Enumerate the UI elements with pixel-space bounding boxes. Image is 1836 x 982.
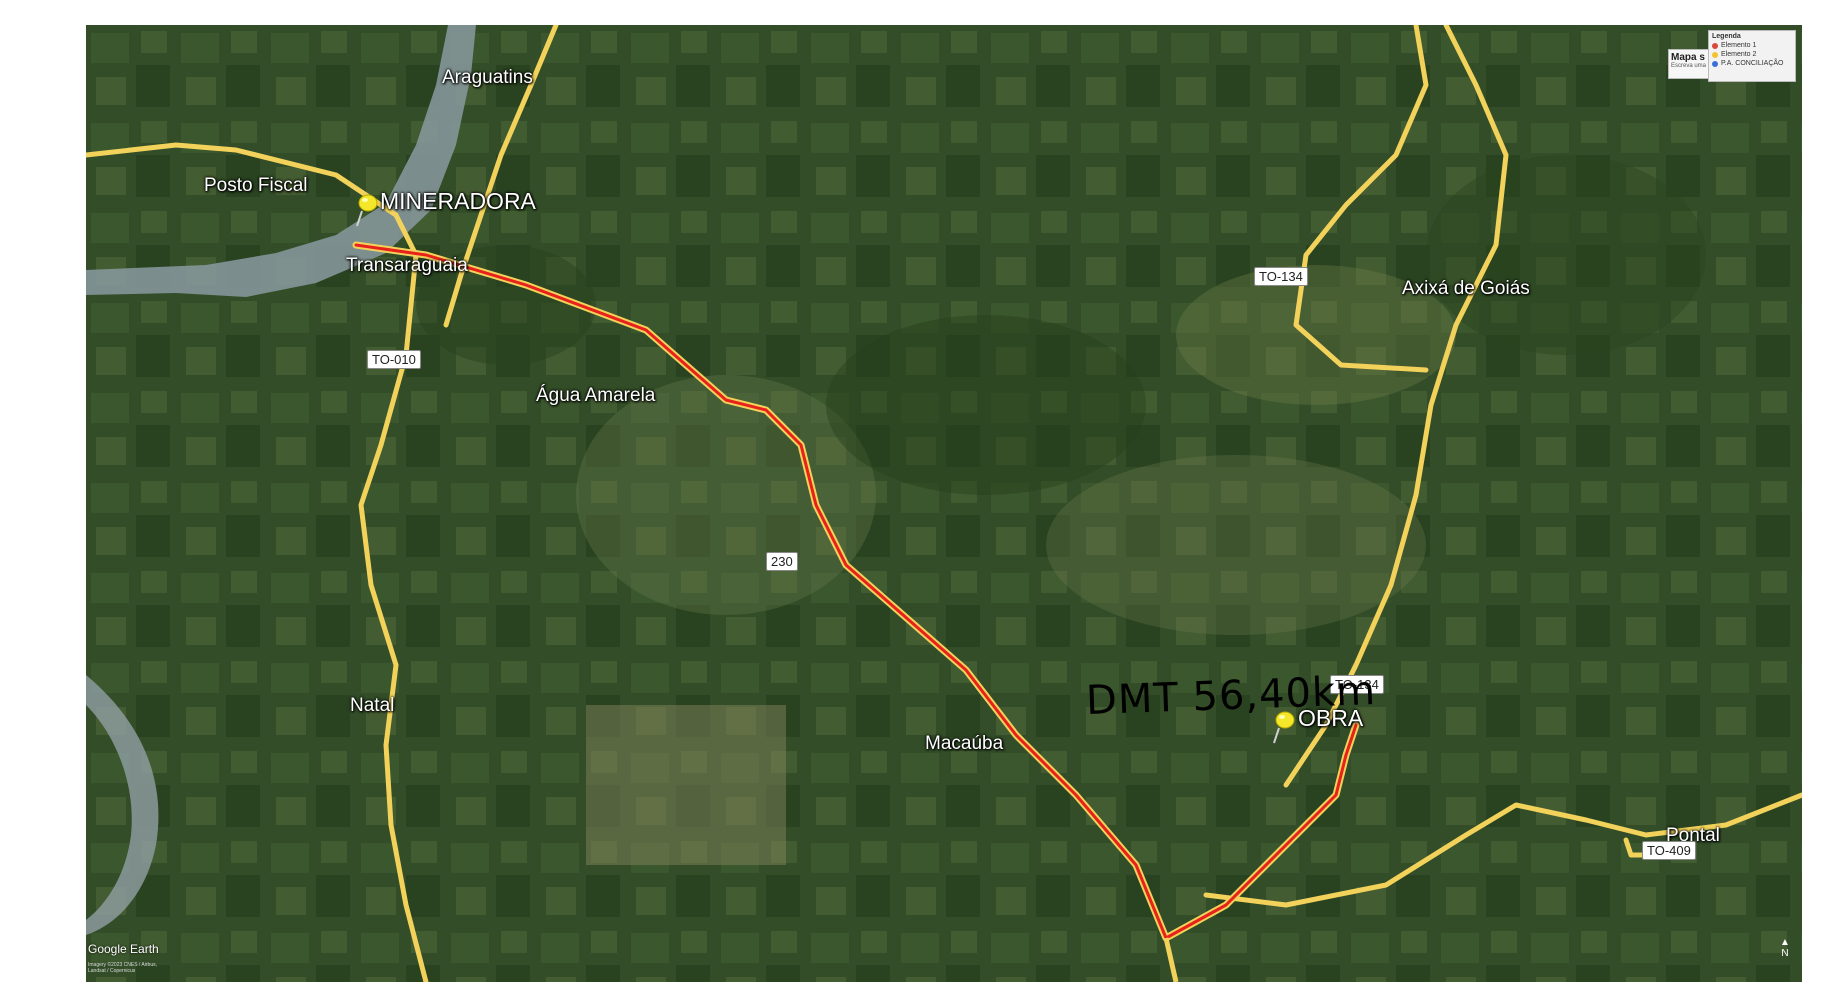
place-pontal: Pontal [1666,825,1720,846]
road-shield-to-134-south: TO-134 [1330,675,1384,694]
marker-label-mineradora: MINERADORA [380,188,536,214]
legend-swatch-icon [1712,51,1718,58]
road-shield-to-010: TO-010 [367,350,421,369]
place-transaraguaia: Transaraguaia [346,255,468,276]
north-label: N [1781,948,1789,959]
place-macauba: Macaúba [925,733,1004,754]
legend-item-label: P.A. CONCILIAÇÃO [1721,60,1784,67]
legend-title: Legenda [1712,33,1741,40]
map-subtitle: Escreva uma [1671,63,1707,69]
place-araguatins: Araguatins [442,67,533,88]
map-title-panel[interactable]: Mapa s Escreva uma [1668,49,1712,79]
legend-panel: Legenda Elemento 1 Elemento 2 P.A. CONCI… [1708,30,1796,82]
satellite-map[interactable]: Araguatins Posto Fiscal Transaraguaia Ág… [86,25,1802,982]
map-title: Mapa s [1671,52,1705,63]
road-shield-to-409: TO-409 [1642,841,1696,860]
legend-item: Elemento 1 [1712,41,1792,50]
imagery-attribution: Imagery ©2023 CNES / Airbus, Landsat / C… [88,962,157,974]
legend-item-label: Elemento 1 [1721,42,1757,49]
place-agua-amarela: Água Amarela [536,385,656,406]
legend-item: Elemento 2 [1712,50,1792,59]
legend-item-label: Elemento 2 [1721,51,1757,58]
legend-swatch-icon [1712,60,1718,67]
road-shield-230: 230 [766,552,798,571]
road-shield-to-134-north: TO-134 [1254,267,1308,286]
map-canvas [86,25,1802,982]
legend-item: P.A. CONCILIAÇÃO [1712,59,1792,68]
google-earth-logo: Google Earth [88,942,159,956]
place-axixa-de-goias: Axixá de Goiás [1402,278,1530,299]
place-posto-fiscal: Posto Fiscal [204,175,308,196]
legend-swatch-icon [1712,42,1718,49]
place-natal: Natal [350,695,395,716]
marker-label-obra: OBRA [1298,705,1364,731]
north-arrow-icon[interactable]: ▲ N [1780,937,1790,959]
